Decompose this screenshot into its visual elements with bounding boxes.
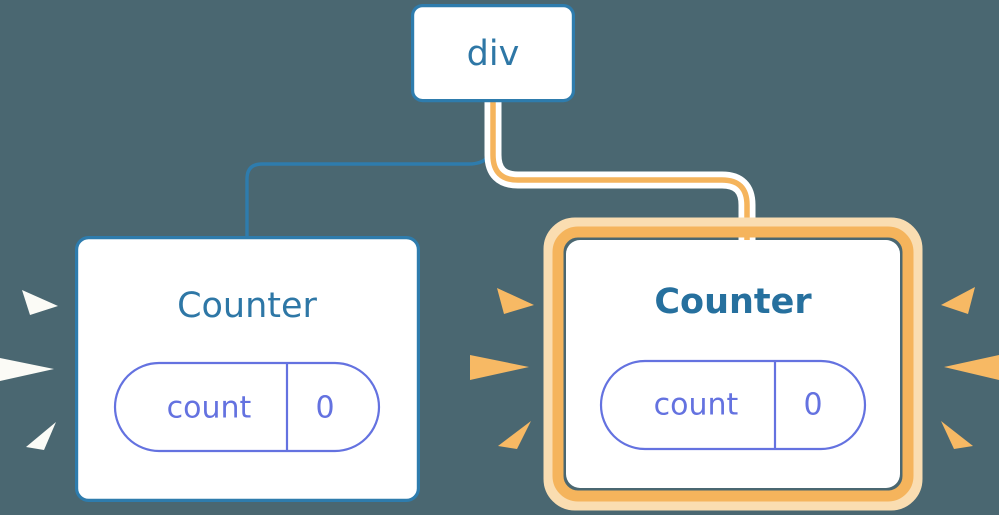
ray-orange-right-upper	[941, 287, 975, 314]
prop-pill-left[interactable]: count 0	[113, 361, 381, 453]
rays-right-counter-right-side	[941, 287, 999, 449]
ray-orange-left-upper	[497, 288, 534, 314]
prop-pill-left-outline[interactable]	[113, 361, 381, 453]
rays-right-counter-left-side	[470, 288, 534, 449]
ray-orange-right-middle	[944, 355, 999, 380]
node-counter-left-box[interactable]	[74, 236, 420, 502]
ray-white-upper	[22, 290, 58, 315]
node-counter-right[interactable]: Counter count 0	[543, 217, 923, 511]
ray-white-middle	[0, 358, 54, 381]
ray-orange-right-lower	[941, 421, 973, 449]
edge-left-path	[245, 100, 495, 240]
prop-pill-right[interactable]: count 0	[599, 359, 867, 451]
prop-value-right: 0	[803, 388, 822, 423]
node-counter-right-label: Counter	[654, 282, 812, 322]
rays-left-counter	[0, 290, 58, 450]
edge-root-to-counter-left	[245, 100, 495, 240]
prop-pill-right-outline[interactable]	[599, 359, 867, 451]
prop-name-right: count	[654, 388, 739, 423]
node-counter-right-box[interactable]	[566, 240, 900, 488]
ray-orange-left-lower	[498, 421, 531, 449]
ray-white-lower	[26, 422, 56, 450]
node-counter-right-highlight-border	[552, 226, 914, 502]
prop-name-left: count	[167, 391, 252, 426]
node-counter-right-glow	[543, 217, 923, 511]
edge-root-to-counter-right	[484, 100, 756, 248]
node-counter-left-label: Counter	[177, 286, 317, 326]
edge-right-path	[490, 100, 750, 248]
node-div-box[interactable]	[411, 3, 576, 103]
node-div-label: div	[467, 34, 520, 74]
node-div[interactable]: div	[411, 3, 576, 103]
ray-orange-left-middle	[470, 355, 529, 380]
prop-value-left: 0	[315, 391, 334, 426]
node-counter-left[interactable]: Counter count 0	[74, 236, 420, 502]
